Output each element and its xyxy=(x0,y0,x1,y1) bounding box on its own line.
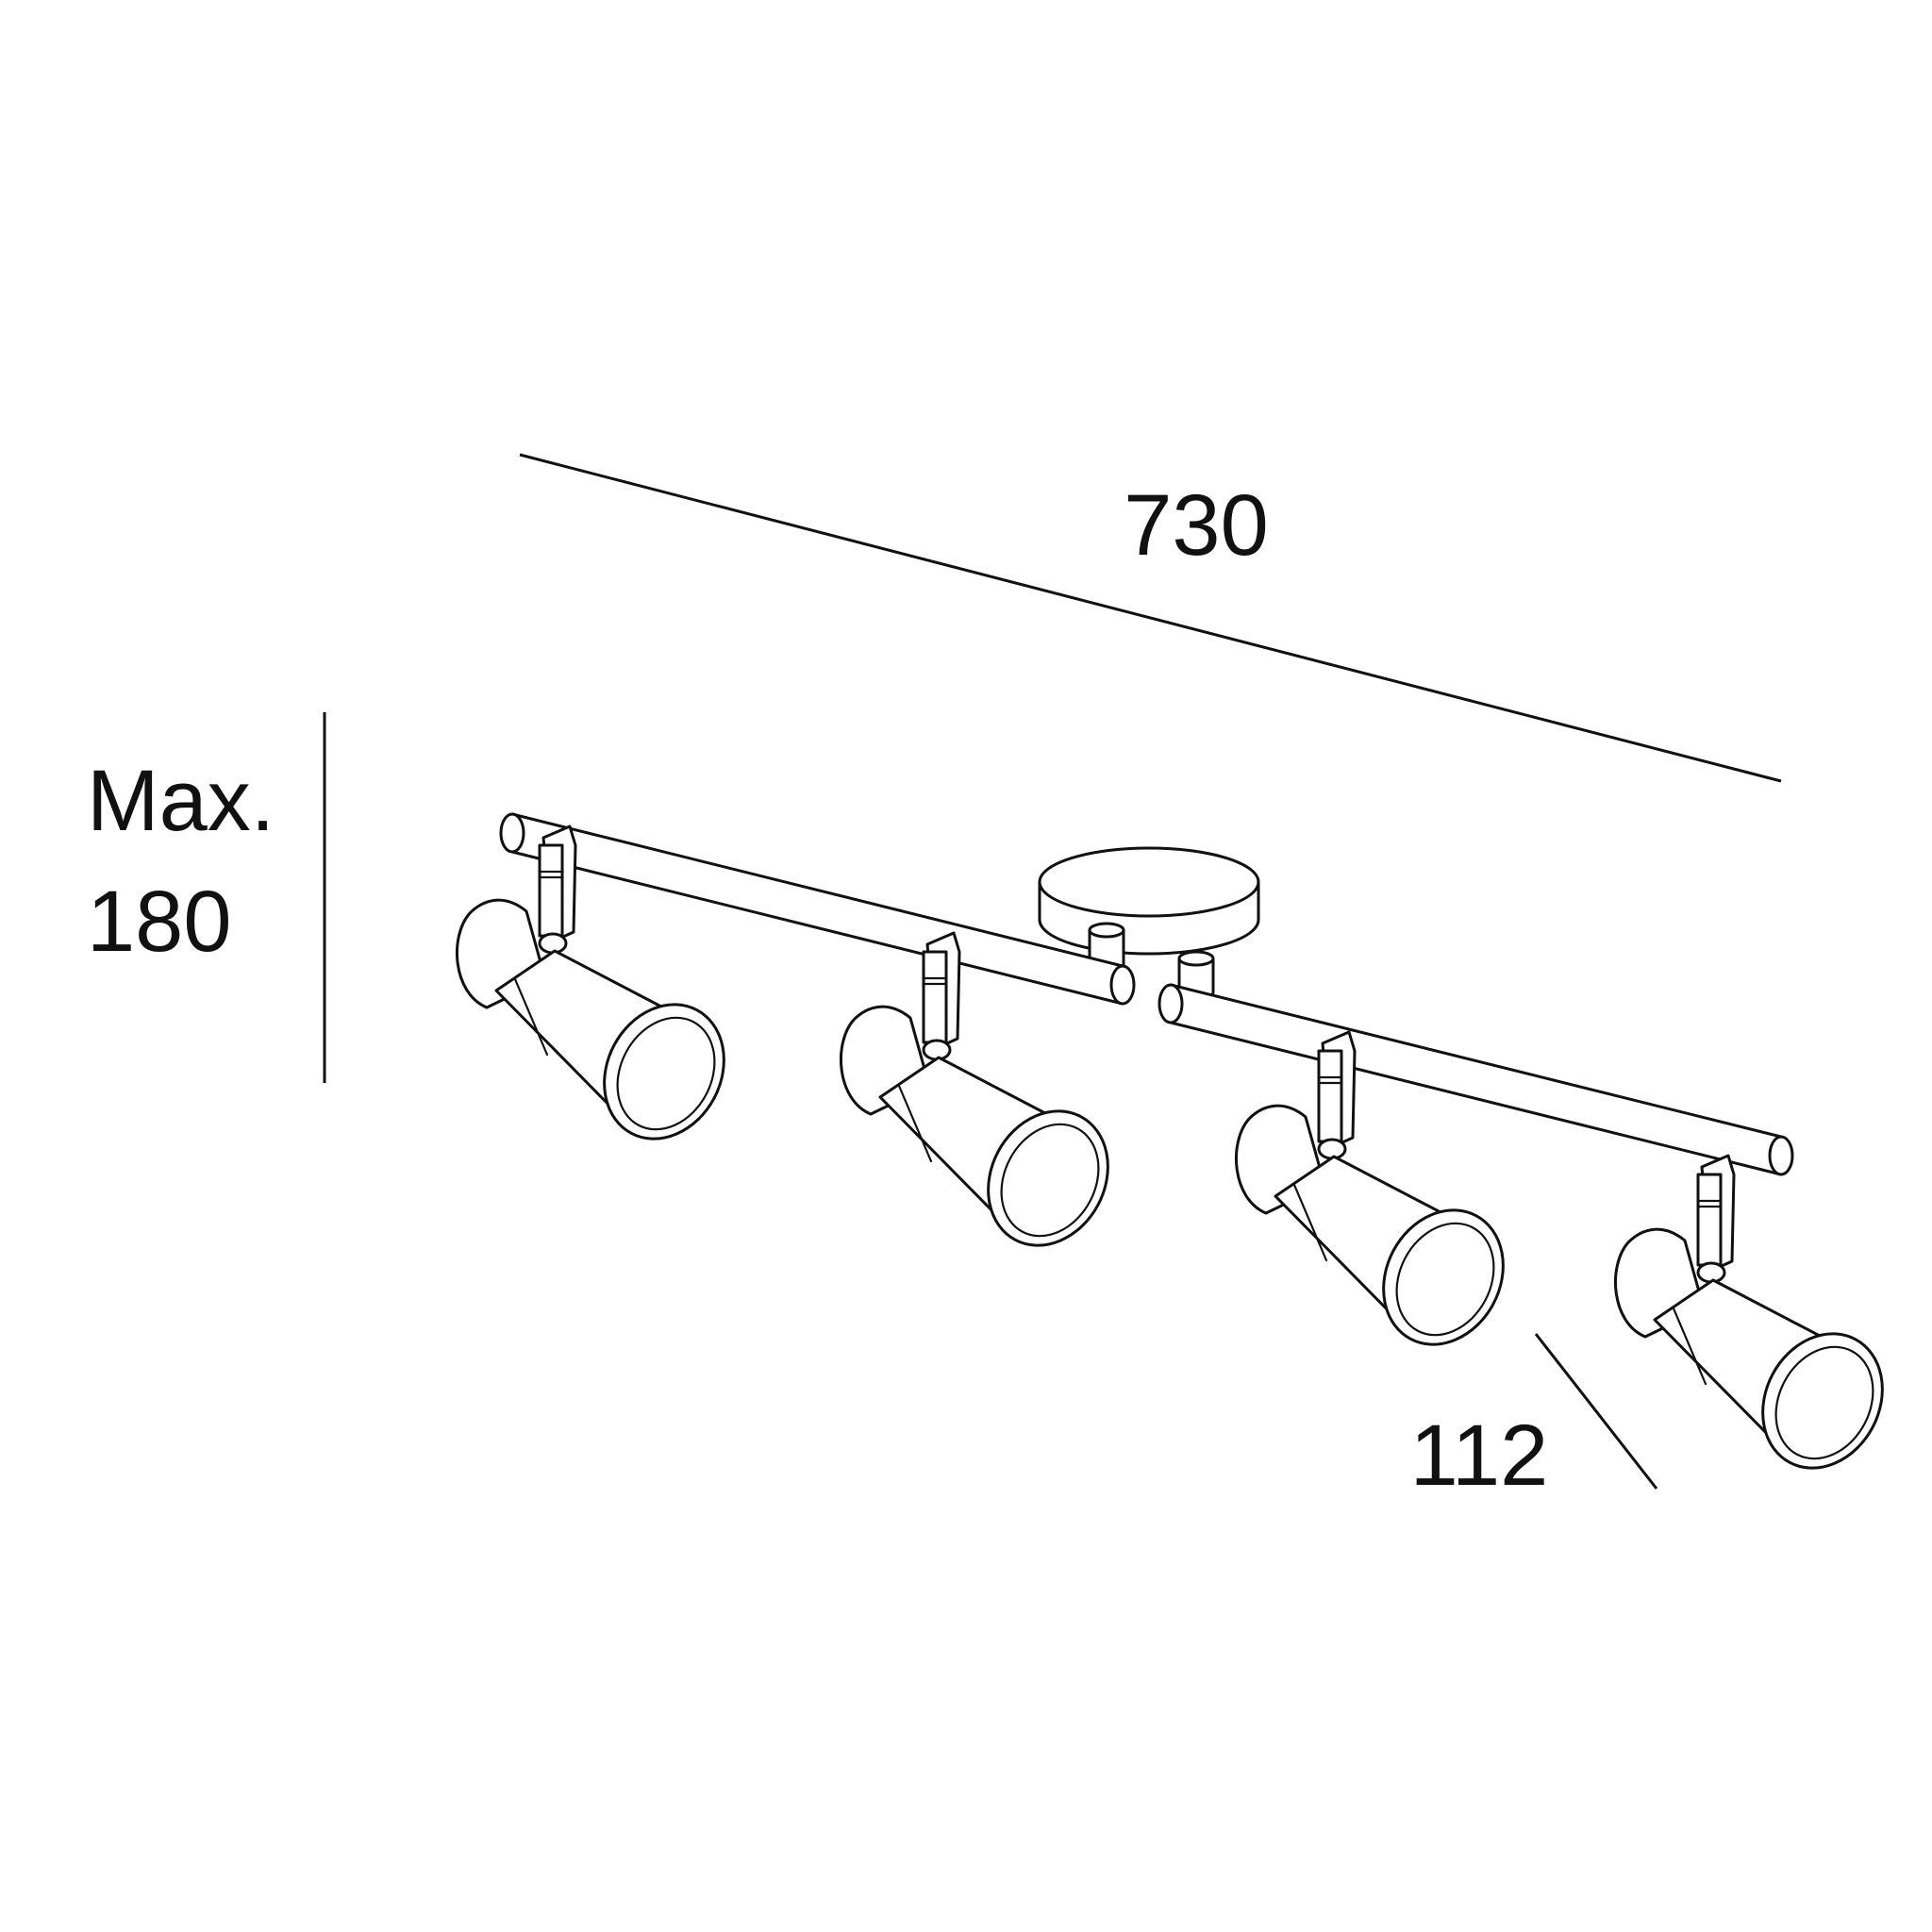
spotlight-4 xyxy=(1613,1154,1907,1491)
left-rail-bar xyxy=(499,812,1136,1006)
length-dimension-line xyxy=(519,453,1782,783)
depth-dimension-line xyxy=(1534,1333,1658,1490)
ceiling-canopy xyxy=(1038,846,1260,1001)
height-dimension-prefix: Max. xyxy=(87,753,275,849)
height-dimension-value: 180 xyxy=(87,874,232,970)
right-rail-bar xyxy=(1158,983,1794,1176)
depth-dimension-label: 112 xyxy=(1410,1407,1549,1504)
length-dimension-label: 730 xyxy=(1124,477,1269,574)
